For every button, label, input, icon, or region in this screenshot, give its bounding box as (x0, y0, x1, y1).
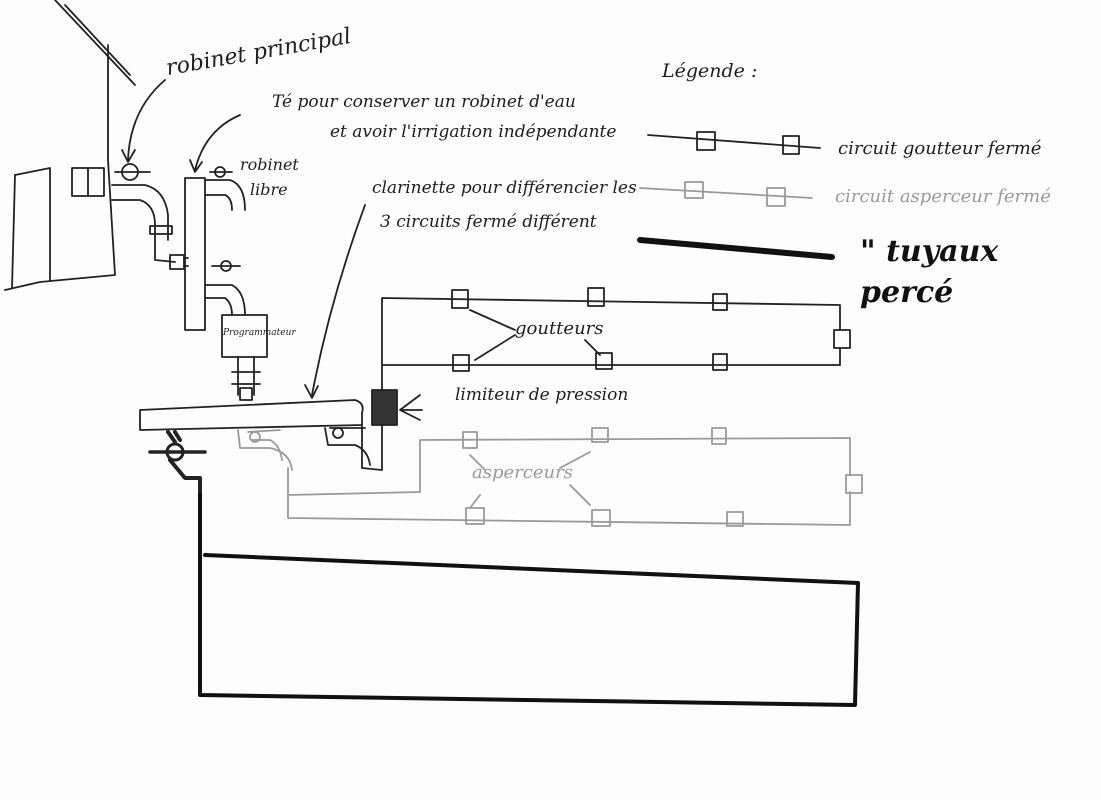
legend-item-goutteur: circuit goutteur fermé (838, 138, 1042, 159)
clarinette-label-2: 3 circuits fermé différent (380, 212, 597, 232)
robinet-libre-label-1: robinet (240, 155, 299, 174)
te-label-line1: Té pour conserver un robinet d'eau (272, 92, 576, 112)
house (4, 0, 136, 291)
programmateur-label: Programmateur (223, 328, 296, 338)
goutteur-valve (324, 424, 383, 471)
annotation-arrows (121, 79, 366, 399)
main-tap (111, 163, 189, 270)
ground-tap (148, 430, 207, 497)
clarinette-label-1: clarinette pour différencier les (372, 178, 637, 198)
te-fitting (184, 166, 246, 331)
legend-title: Légende : (662, 60, 758, 82)
limiteur-label: limiteur de pression (455, 385, 629, 405)
legend-lines (637, 131, 835, 260)
pressure-limiter (371, 389, 423, 426)
asperceurs-label: asperceurs (472, 462, 573, 483)
goutteur-circuit (381, 287, 851, 391)
asperseur-valve (237, 429, 293, 471)
perforated-hose (198, 493, 860, 707)
legend-item-tuyaux-perce: " tuyaux percé (860, 234, 999, 310)
programmateur-box (221, 314, 268, 401)
legend-item-asperceur: circuit asperceur fermé (835, 186, 1051, 207)
asperseur-circuit (287, 427, 863, 527)
te-label-line2: et avoir l'irrigation indépendante (330, 122, 617, 142)
goutteurs-label: goutteurs (515, 318, 604, 339)
clarinette (139, 399, 364, 431)
robinet-libre-label-2: libre (250, 180, 288, 199)
